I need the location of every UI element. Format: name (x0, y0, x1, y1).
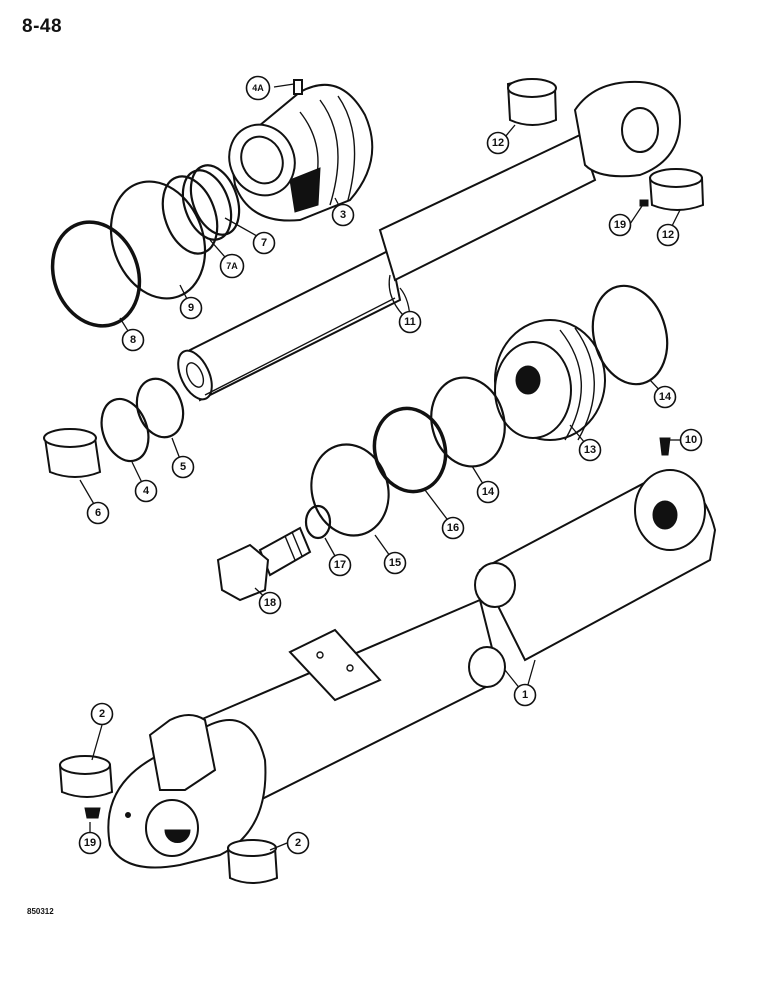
piston-ring-14-top-part (591, 284, 669, 386)
svg-text:4A: 4A (252, 83, 264, 93)
rod-bushing-top-part (506, 78, 558, 126)
cylinder-barrel-part (107, 469, 717, 869)
callout-11: 11 (398, 310, 422, 334)
callout-14-bottom: 14 (476, 480, 500, 504)
bolt-18-part (216, 526, 312, 602)
svg-text:11: 11 (404, 316, 416, 328)
svg-text:14: 14 (482, 486, 495, 498)
svg-text:19: 19 (614, 219, 626, 231)
callout-4a: 4A (245, 75, 271, 101)
svg-text:8: 8 (130, 334, 136, 346)
callout-5: 5 (171, 455, 195, 479)
svg-text:2: 2 (295, 837, 301, 849)
screw-10-part (659, 437, 671, 456)
callout-16: 16 (441, 516, 465, 540)
ring-15-part (310, 443, 390, 537)
svg-text:19: 19 (84, 837, 96, 849)
gland-part (228, 79, 374, 222)
svg-text:7: 7 (261, 237, 267, 249)
callout-7: 7 (252, 231, 276, 255)
svg-text:15: 15 (389, 557, 401, 569)
callout-6: 6 (86, 501, 110, 525)
page-number: 8-48 (22, 16, 63, 37)
callout-15: 15 (383, 551, 407, 575)
callout-2-top: 2 (90, 702, 114, 726)
figure-code: 850312 (27, 907, 54, 916)
grease-fitting-top-part (639, 199, 649, 207)
callout-13: 13 (578, 438, 602, 462)
callout-12-right: 12 (656, 223, 680, 247)
piston-rod-part (177, 80, 682, 402)
svg-text:14: 14 (659, 391, 672, 403)
svg-text:1: 1 (522, 689, 528, 701)
callout-19-top: 19 (608, 213, 632, 237)
svg-text:12: 12 (662, 229, 674, 241)
backup-ring-9-part (109, 180, 207, 300)
callout-10: 10 (679, 428, 703, 452)
barrel-bushing-bottom-part (226, 839, 279, 884)
callout-7a: 7A (219, 253, 245, 279)
callout-14-top: 14 (653, 385, 677, 409)
bushing-6-part (43, 428, 102, 478)
svg-text:2: 2 (99, 708, 105, 720)
piston-ring-14-part (430, 376, 506, 468)
wear-ring-5-part (135, 377, 185, 439)
callout-4: 4 (134, 479, 158, 503)
svg-text:17: 17 (334, 559, 346, 571)
wiper-7a-part (161, 175, 219, 255)
callout-8: 8 (121, 328, 145, 352)
callout-3: 3 (331, 203, 355, 227)
svg-text:18: 18 (264, 597, 276, 609)
svg-text:5: 5 (180, 461, 186, 473)
callout-17: 17 (328, 553, 352, 577)
svg-text:4: 4 (143, 485, 150, 497)
callout-2-bottom: 2 (286, 831, 310, 855)
seal-7-inner (189, 164, 241, 236)
piston-part (494, 319, 606, 441)
svg-text:7A: 7A (226, 261, 238, 271)
seal-4-part (100, 397, 150, 463)
callout-1: 1 (513, 683, 537, 707)
washer-17-part (304, 504, 332, 540)
svg-text:6: 6 (95, 507, 101, 519)
callout-19-bottom: 19 (78, 831, 102, 855)
o-ring-8-part (50, 220, 142, 328)
svg-text:9: 9 (188, 302, 194, 314)
svg-text:12: 12 (492, 137, 504, 149)
callout-12-top: 12 (486, 131, 510, 155)
svg-text:3: 3 (340, 209, 346, 221)
barrel-bushing-left-part (58, 755, 114, 798)
callout-9: 9 (179, 296, 203, 320)
svg-text:13: 13 (584, 444, 596, 456)
svg-text:16: 16 (447, 522, 459, 534)
grease-fitting-bottom-part (84, 807, 101, 819)
svg-text:10: 10 (685, 434, 697, 446)
rod-bushing-right-part (648, 168, 705, 211)
callout-18: 18 (258, 591, 282, 615)
